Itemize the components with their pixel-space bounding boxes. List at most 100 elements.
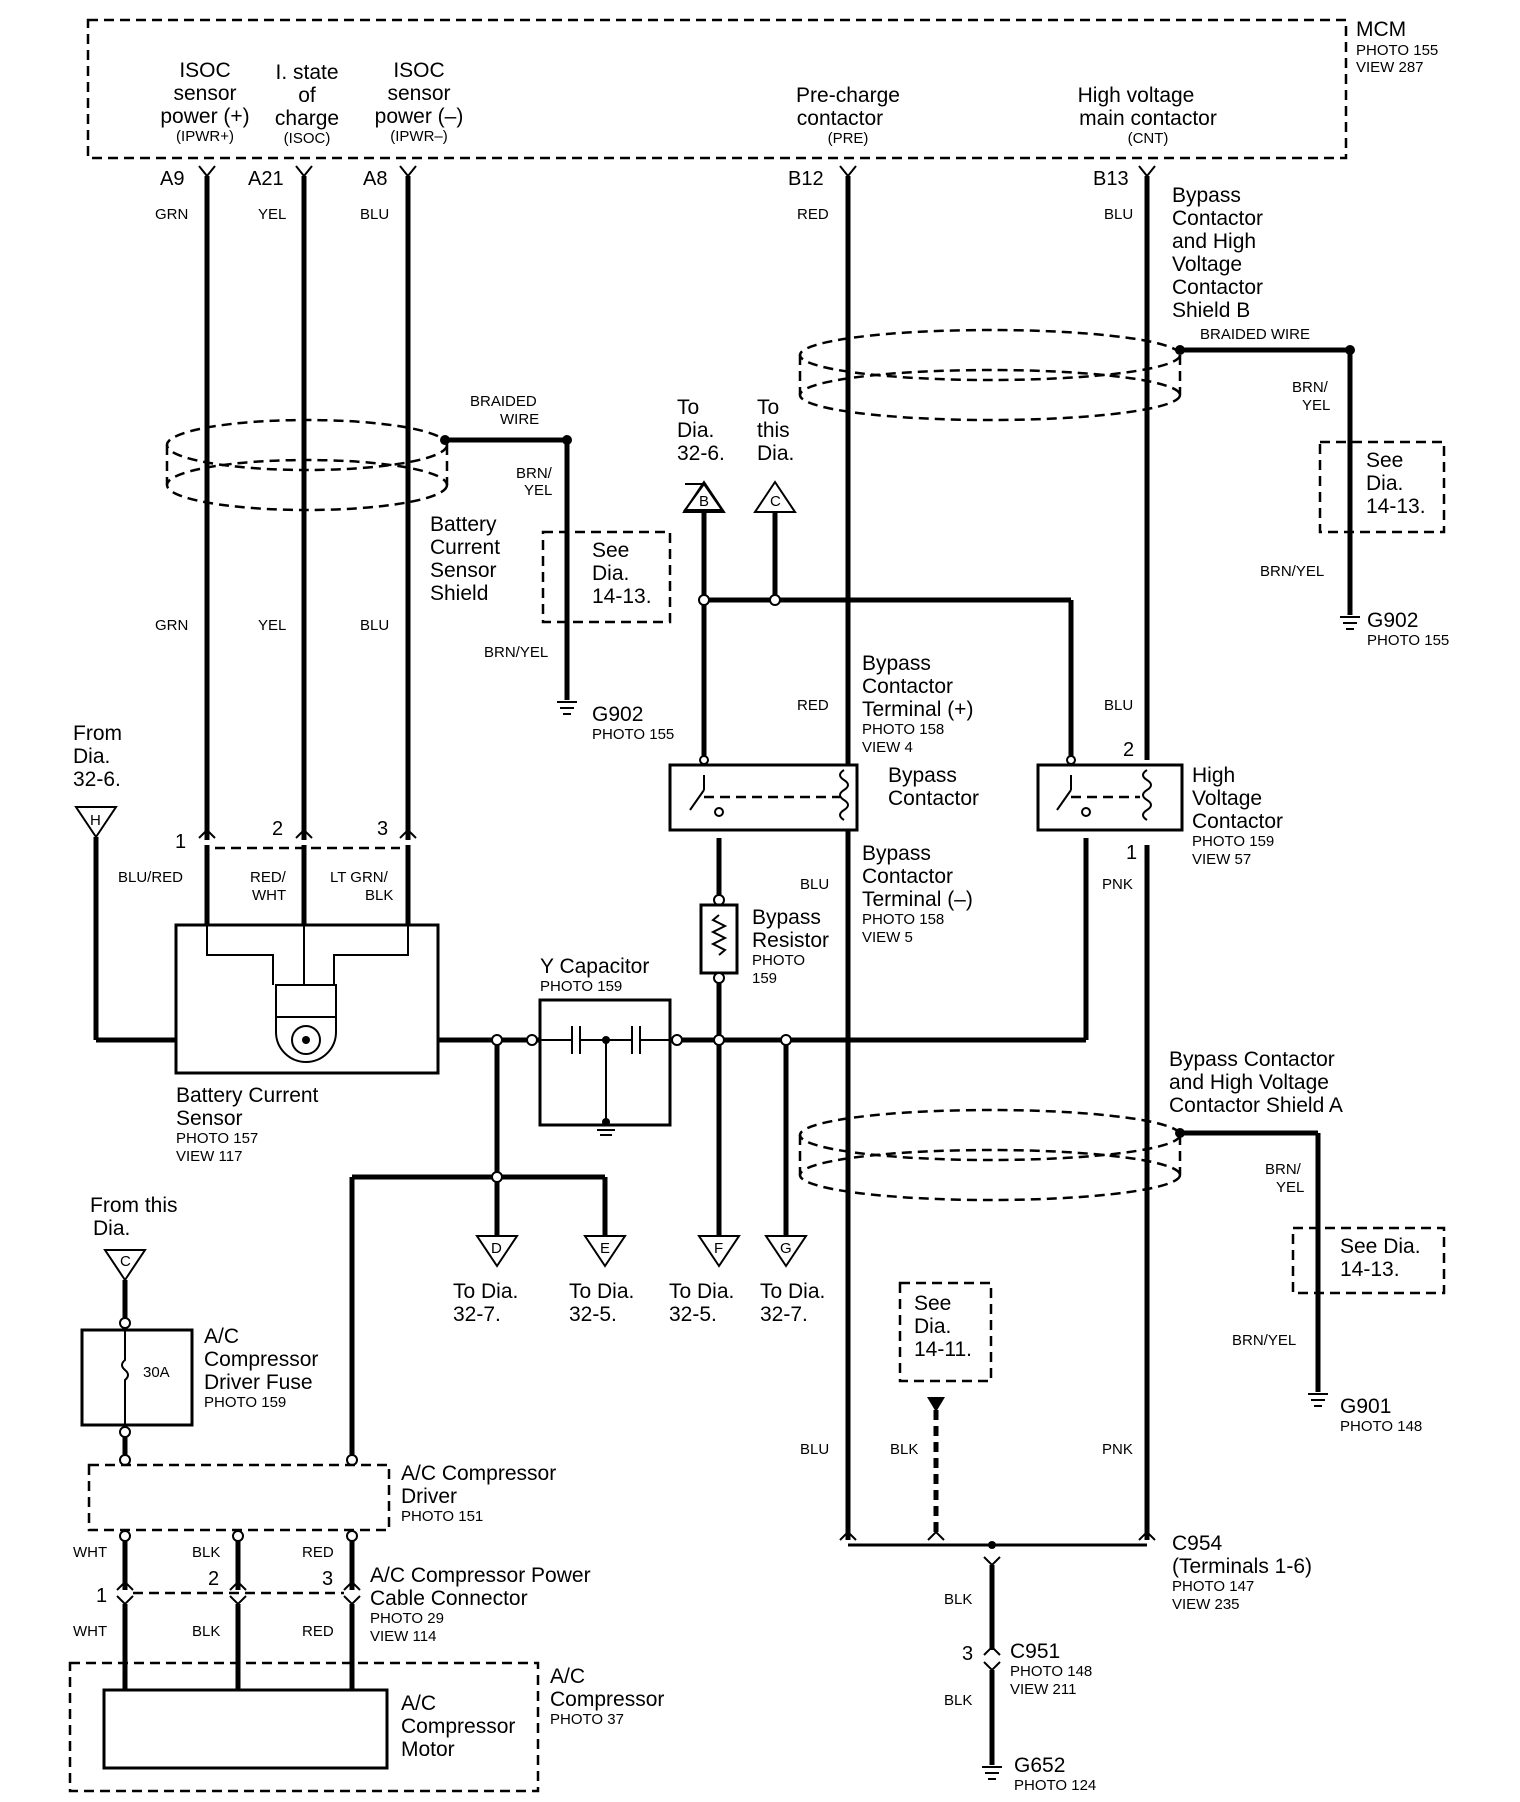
c954-label: (Terminals 1-6): [1172, 1555, 1312, 1578]
to-c-text: To: [757, 396, 779, 419]
bct-neg-label: Bypass: [862, 842, 931, 865]
ground-photo: PHOTO 148: [1340, 1418, 1422, 1435]
braided-label: BRAIDED: [470, 393, 537, 410]
to-b-text: Dia.: [677, 419, 714, 442]
isoc-neg-label: sensor: [387, 82, 450, 105]
pin-b13: B13: [1093, 168, 1129, 190]
connector-c-triangle: [103, 1249, 147, 1282]
shield-a: Bypass Contactor and High Voltage Contac…: [798, 1048, 1446, 1435]
shield-a-label: and High Voltage: [1169, 1071, 1329, 1094]
connector-h-triangle: [74, 806, 118, 839]
isoc-neg-label: power (–): [375, 105, 464, 128]
fuse-label: A/C: [204, 1325, 239, 1348]
cable-conn-view: VIEW 114: [370, 1628, 436, 1645]
fuse-box: [80, 1328, 194, 1427]
see-dia-text: 14-13.: [1340, 1258, 1400, 1281]
battery-current-sensor-shield: BRAIDED WIRE BRN/ YEL BRN/YEL Battery Cu…: [165, 393, 674, 743]
isoc-pos-label: sensor: [173, 82, 236, 105]
precharge-signal: (PRE): [828, 130, 869, 147]
y-cap-photo: PHOTO 159: [540, 978, 622, 995]
c954-label: C954: [1172, 1532, 1223, 1555]
ground-g652: [982, 1766, 1002, 1780]
ground-label: G902: [592, 703, 643, 726]
wire-color-label: YEL: [258, 617, 286, 634]
precharge-label: Pre-charge: [796, 84, 900, 107]
pin-label: 1: [1126, 842, 1137, 864]
pin-b12: B12: [788, 168, 824, 190]
isoc-pos-label: ISOC: [179, 59, 230, 82]
wire-color-label: BLU: [800, 1441, 829, 1458]
precharge-wire: RED RED BLU: [797, 176, 851, 1540]
mcm-title: MCM: [1356, 18, 1406, 41]
pin-label: 2: [208, 1568, 219, 1590]
wire-color-label: BRN/YEL: [1260, 563, 1324, 580]
wire-color-label: BRN/: [516, 465, 553, 482]
to-f-text: 32-5.: [669, 1303, 717, 1326]
motor-label: Motor: [401, 1738, 455, 1761]
bcs-label: Battery Current: [176, 1084, 319, 1107]
y-cap-label: Y Capacitor: [540, 955, 649, 978]
from-h-text: From: [73, 722, 122, 745]
connector-e-triangle: [583, 1235, 627, 1268]
ground-label: G652: [1014, 1754, 1065, 1777]
bypass-contactor: Bypass Contactor Bypass Contactor Termin…: [668, 652, 979, 946]
wire-color-label: YEL: [258, 206, 286, 223]
to-g-text: 32-7.: [760, 1303, 808, 1326]
see-dia-box: [1291, 1226, 1446, 1295]
pin-label: 3: [962, 1643, 973, 1665]
battery-current-sensor: 1 2 3 BLU/RED RED/ WHT LT GRN/ BLK Batte…: [118, 818, 440, 1165]
pin-a9: A9: [160, 168, 184, 190]
connector-d-triangle: [475, 1235, 519, 1268]
wire-color-label: RED/: [250, 869, 287, 886]
see-dia-text: See Dia.: [1340, 1235, 1421, 1258]
connector-b-triangle: [683, 483, 724, 511]
isoc-state-label: of: [298, 84, 316, 107]
bct-neg-view: VIEW 5: [862, 929, 913, 946]
ground-label: G902: [1367, 609, 1418, 632]
hv-main-signal: (CNT): [1128, 130, 1169, 147]
bct-pos-label: Bypass: [862, 652, 931, 675]
see-dia-box: [541, 530, 672, 624]
to-g-text: To Dia.: [760, 1280, 825, 1303]
hv-bus: [438, 1034, 1086, 1236]
fuse-label: Compressor: [204, 1348, 318, 1371]
to-c-text: this: [757, 419, 790, 442]
to-b-text: 32-6.: [677, 442, 725, 465]
bct-neg-label: Terminal (–): [862, 888, 973, 911]
bcs-label: Sensor: [176, 1107, 243, 1130]
shield-b-label: and High: [1172, 230, 1256, 253]
pin-a21: A21: [248, 168, 284, 190]
shield-a-label: Bypass Contactor: [1169, 1048, 1335, 1071]
isoc-state-label: I. state: [275, 61, 338, 84]
c951-label: C951: [1010, 1640, 1060, 1663]
connector-letter: H: [90, 812, 101, 829]
compressor-label: Compressor: [550, 1688, 664, 1711]
see-dia-text: 14-13.: [1366, 495, 1426, 518]
mcm-box: [86, 18, 1348, 160]
pin-a8: A8: [363, 168, 387, 190]
cable-conn-photo: PHOTO 29: [370, 1610, 444, 1627]
off-page-connectors-top: To Dia. 32-6. B To this Dia. C: [677, 396, 1074, 760]
ground-photo: PHOTO 155: [592, 726, 674, 743]
bypass-resistor: BLU Bypass Resistor PHOTO 159: [699, 838, 829, 1040]
wire-color-label: BRN/YEL: [1232, 1332, 1296, 1349]
ground-g902-right: [1340, 616, 1360, 630]
bct-pos-label: Terminal (+): [862, 698, 973, 721]
to-b-text: To: [677, 396, 699, 419]
connector-letter: D: [491, 1240, 502, 1257]
bcs-shield-label: Shield: [430, 582, 488, 605]
to-f-text: To Dia.: [669, 1280, 734, 1303]
wire-color-label: WHT: [73, 1544, 107, 1561]
driver-label: Driver: [401, 1485, 457, 1508]
wire-color-label: YEL: [1302, 397, 1330, 414]
driver-label: A/C Compressor: [401, 1462, 556, 1485]
high-voltage-contactor: 2 1 High Voltage Contactor PHOTO 159 VIE…: [1036, 739, 1283, 1040]
see-dia-box: [898, 1281, 993, 1383]
hv-main-label: main contactor: [1079, 107, 1217, 130]
hv-contactor-photo: PHOTO 159: [1192, 833, 1274, 850]
bct-neg-label: Contactor: [862, 865, 953, 888]
hv-contactor-view: VIEW 57: [1192, 851, 1251, 868]
ground-photo: PHOTO 155: [1367, 632, 1449, 649]
y-capacitor: Y Capacitor PHOTO 159: [538, 955, 672, 1136]
